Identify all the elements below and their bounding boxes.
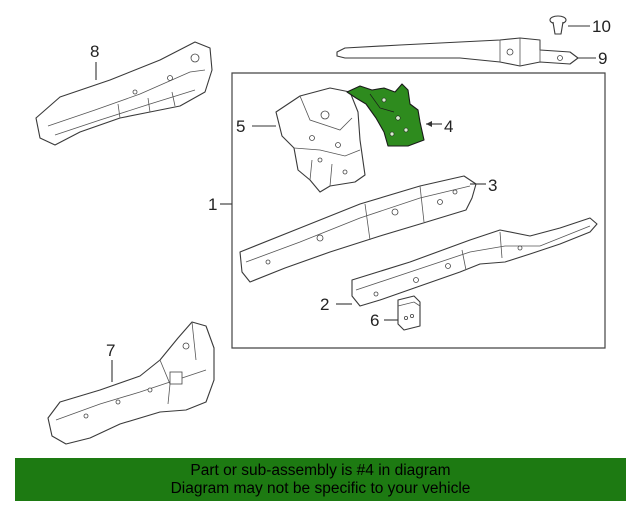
part-5-shock-tower[interactable]	[275, 87, 366, 193]
callout-4[interactable]: 4	[444, 117, 453, 136]
part-10-clip[interactable]	[549, 15, 567, 35]
callout-7[interactable]: 7	[106, 341, 115, 360]
parts-diagram: 8 9 10 5 4	[35, 15, 611, 445]
callout-5[interactable]: 5	[236, 117, 245, 136]
callout-8[interactable]: 8	[90, 42, 99, 61]
notice-banner: Part or sub-assembly is #4 in diagram Di…	[15, 458, 626, 501]
part-3-side-rail[interactable]	[239, 175, 477, 283]
callout-2[interactable]: 2	[320, 295, 329, 314]
part-9-tie-bar[interactable]	[336, 37, 579, 67]
part-2-lower-rail[interactable]	[351, 217, 598, 307]
banner-line-2: Diagram may not be specific to your vehi…	[170, 479, 471, 497]
part-7-inner-fender[interactable]	[47, 321, 215, 445]
banner-line-1: Part or sub-assembly is #4 in diagram	[190, 461, 451, 479]
callout-1[interactable]: 1	[208, 195, 217, 214]
part-4-bracket-highlighted[interactable]	[346, 83, 425, 147]
callout-9[interactable]: 9	[598, 49, 607, 68]
part-8-upper-rail[interactable]	[35, 41, 213, 146]
arrow-4	[426, 121, 432, 127]
part-6-reinforcement[interactable]	[397, 295, 421, 331]
assembly-group-frame	[231, 72, 606, 349]
callout-6[interactable]: 6	[370, 311, 379, 330]
callout-3[interactable]: 3	[488, 176, 497, 195]
callout-10[interactable]: 10	[592, 17, 611, 36]
